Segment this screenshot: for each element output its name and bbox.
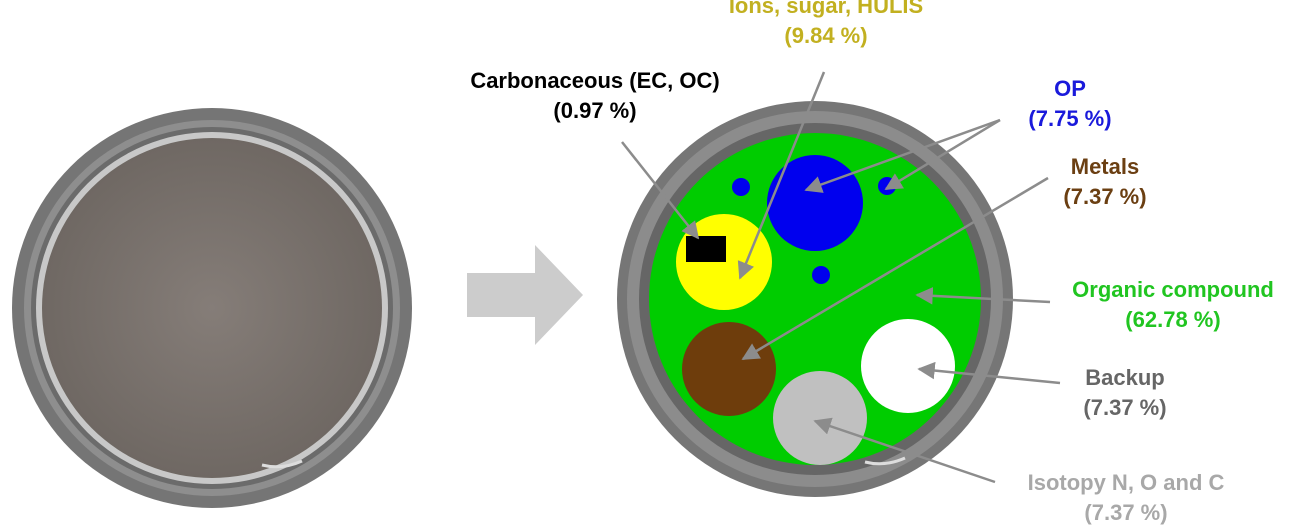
op-spot-large <box>767 155 863 251</box>
label-metals-pct: (7.37 %) <box>1063 184 1147 209</box>
label-organic-name: Organic compound <box>1072 277 1274 302</box>
label-op-name: OP <box>1054 76 1086 101</box>
pointer-arrows <box>621 71 1061 484</box>
metals-spot <box>682 322 776 416</box>
arrow-isotopy <box>813 417 996 484</box>
label-metals-name: Metals <box>1070 154 1140 179</box>
arrow-backup <box>917 361 1061 385</box>
label-isotopy-name: Isotopy N, O and C <box>1027 470 1225 495</box>
arrow-ions <box>737 71 826 280</box>
label-backup: Backup (7.37 %) <box>1060 363 1190 423</box>
label-metals: Metals (7.37 %) <box>1040 152 1170 212</box>
arrow-op-1 <box>804 118 1001 193</box>
label-ions-name: Ions, sugar, HULIS <box>728 0 924 18</box>
label-isotopy-pct: (7.37 %) <box>1084 500 1168 525</box>
label-carbon-pct: (0.97 %) <box>553 98 637 123</box>
op-spot-small-3 <box>812 266 830 284</box>
label-ions-pct: (9.84 %) <box>784 23 868 48</box>
label-backup-name: Backup <box>1085 365 1165 390</box>
label-isotopy: Isotopy N, O and C (7.37 %) <box>996 468 1256 528</box>
arrow-carbon <box>621 141 700 240</box>
arrow-organic <box>915 287 1051 305</box>
arrow-metals <box>741 176 1049 361</box>
label-carbon-name: Carbonaceous (EC, OC) <box>470 68 720 93</box>
label-ions: Ions, sugar, HULIS (9.84 %) <box>711 0 941 51</box>
transform-arrow <box>467 245 583 345</box>
backup-spot <box>861 319 955 413</box>
label-backup-pct: (7.37 %) <box>1083 395 1167 420</box>
isotopy-spot <box>773 371 867 465</box>
label-carbon: Carbonaceous (EC, OC) (0.97 %) <box>430 66 760 126</box>
carbon-spot <box>686 236 726 262</box>
label-op: OP (7.75 %) <box>1010 74 1130 134</box>
label-organic: Organic compound (62.78 %) <box>1045 275 1301 335</box>
label-organic-pct: (62.78 %) <box>1125 307 1221 332</box>
label-op-pct: (7.75 %) <box>1028 106 1112 131</box>
raw-filter <box>12 108 412 508</box>
op-spot-small-1 <box>732 178 750 196</box>
arrow-op-2 <box>884 118 1001 191</box>
partitioned-filter <box>617 101 1013 497</box>
